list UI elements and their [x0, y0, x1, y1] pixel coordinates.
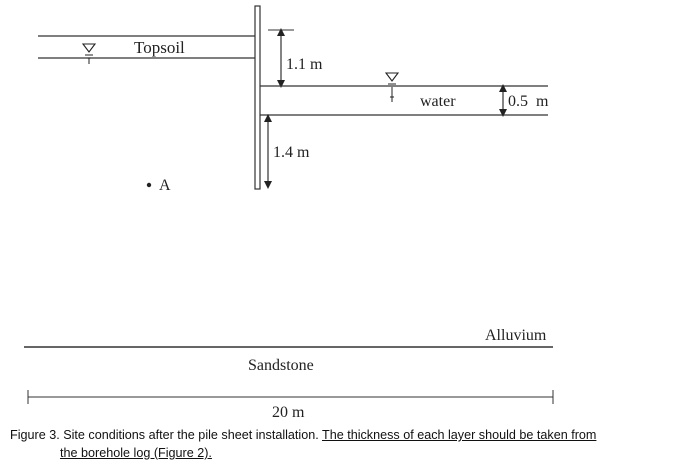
- dimension-lower-label: 1.4 m: [273, 144, 310, 161]
- dimension-width: [27, 390, 554, 404]
- topsoil-label: Topsoil: [134, 38, 185, 57]
- caption-note-line2: the borehole log (Figure 2).: [60, 446, 212, 460]
- dimension-upper: [268, 28, 294, 88]
- point-a-marker: [146, 182, 152, 188]
- water-table-left-icon: [81, 43, 97, 64]
- caption-note-line1: The thickness of each layer should be ta…: [322, 428, 597, 442]
- water-label: water: [420, 93, 456, 110]
- topsoil-surface: [38, 35, 258, 59]
- dimension-upper-label: 1.1 m: [286, 56, 323, 73]
- point-a-label: A: [159, 177, 171, 194]
- water-table-right-icon: [384, 72, 400, 102]
- figure-caption: Figure 3. Site conditions after the pile…: [10, 426, 665, 462]
- dimension-width-label: 20 m: [272, 404, 305, 421]
- water-surface: [260, 85, 548, 116]
- caption-prefix: Figure 3. Site conditions after the pile…: [10, 428, 322, 442]
- sandstone-label: Sandstone: [248, 357, 314, 374]
- dimension-water-label: 0.5 m: [508, 93, 549, 110]
- sheet-pile: [254, 5, 261, 190]
- alluvium-label: Alluvium: [485, 327, 547, 344]
